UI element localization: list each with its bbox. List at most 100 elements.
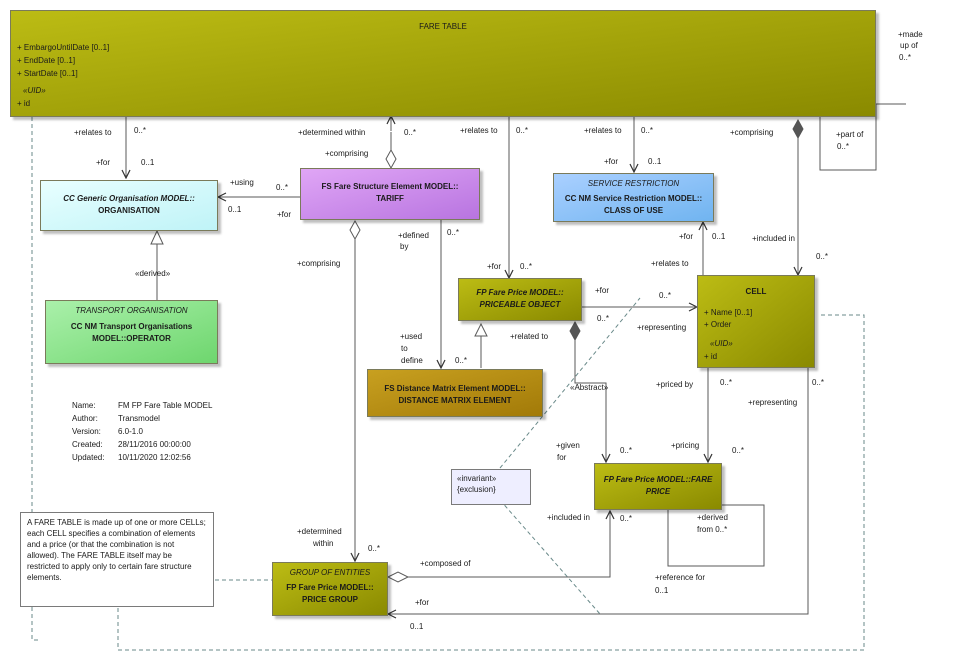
- label-pricing: +pricing: [671, 441, 700, 450]
- label-included-in-b: +included in: [547, 513, 590, 522]
- pg-fp-line: [408, 511, 610, 578]
- label-derived: «derived»: [135, 269, 171, 278]
- generalization-triangle: [150, 229, 164, 245]
- label-used-to-define: +used: [400, 332, 423, 341]
- meta-row-name: Name: FM FP Fare Table MODEL: [72, 399, 242, 412]
- label-for-po-mult: 0..*: [597, 314, 610, 323]
- label-for-cu-mult: 0..1: [712, 232, 726, 241]
- label-using: +using: [230, 178, 254, 187]
- cell-uid-attr: + id: [704, 352, 718, 361]
- label-relates-to-b: +relates to: [460, 126, 498, 135]
- label-for-po-mult2: 0..*: [659, 291, 672, 300]
- label-representing-b-mult: 0..*: [812, 378, 825, 387]
- label-given-for: +given: [556, 441, 580, 450]
- class-of-use-line2: CLASS OF USE: [603, 206, 664, 215]
- label-relates-to-a-mult: 0..*: [134, 126, 147, 135]
- label-reference-for: +reference for: [655, 573, 706, 582]
- organisation-class[interactable]: CC Generic Organisation MODEL:: ORGANISA…: [40, 180, 218, 231]
- fp-self-line: [667, 504, 765, 567]
- cell-class[interactable]: CELL + Name [0..1] + Order «UID» + id: [697, 275, 815, 368]
- class-of-use-stereotype: SERVICE RESTRICTION: [587, 179, 680, 188]
- label-related-to: +related to: [510, 332, 549, 341]
- label-given-for-mult: 0..*: [620, 446, 633, 455]
- label-for-c: +for: [604, 157, 619, 166]
- label-priced-by: +priced by: [656, 380, 694, 389]
- label-for-org-mult: 0..1: [228, 205, 242, 214]
- label-determined-within-b-2: within: [313, 539, 334, 548]
- fare-table-uid-label: «UID»: [23, 86, 46, 95]
- label-comprising-b: +comprising: [730, 128, 774, 137]
- model-metadata: Name: FM FP Fare Table MODEL Author: Tra…: [72, 399, 242, 465]
- fare-price-line1: FP Fare Price MODEL::FARE: [603, 475, 713, 484]
- fare-table-uid-attr: + id: [17, 99, 31, 108]
- cell-title: CELL: [745, 287, 767, 296]
- label-relates-to-b-mult: 0..*: [516, 126, 529, 135]
- label-used-to-define-3: define: [401, 356, 423, 365]
- fare-table-attr-enddate: + EndDate [0..1]: [17, 56, 76, 65]
- description-text: A FARE TABLE is made up of one or more C…: [27, 518, 206, 582]
- po-diamond: [569, 320, 581, 342]
- fare-price-class[interactable]: FP Fare Price MODEL::FARE PRICE: [594, 463, 722, 510]
- meta-value: Transmodel: [118, 414, 160, 423]
- meta-key: Name:: [72, 401, 96, 410]
- meta-row-author: Author: Transmodel: [72, 412, 242, 425]
- fare-table-attr-startdate: + StartDate [0..1]: [17, 69, 78, 78]
- label-for-pr-mult: 0..*: [520, 262, 533, 271]
- label-for-po: +for: [595, 286, 610, 295]
- label-abstract: «Abstract»: [570, 383, 609, 392]
- class-of-use-class[interactable]: SERVICE RESTRICTION CC NM Service Restri…: [553, 173, 714, 222]
- label-used-to-define-mult: 0..*: [455, 356, 468, 365]
- meta-row-version: Version: 6.0-1.0: [72, 425, 242, 438]
- organisation-line2: ORGANISATION: [98, 206, 160, 215]
- invariant-note[interactable]: «invariant» {exclusion}: [451, 469, 531, 505]
- fare-table-class[interactable]: FARE TABLE + EmbargoUntilDate [0..1] + E…: [10, 10, 876, 117]
- tariff-class[interactable]: FS Fare Structure Element MODEL:: TARIFF: [300, 168, 480, 220]
- fare-table-title: FARE TABLE: [419, 22, 467, 31]
- label-defined-by-mult: 0..*: [447, 228, 460, 237]
- meta-row-updated: Updated: 10/11/2020 12:02:56: [72, 451, 242, 464]
- price-group-line1: FP Fare Price MODEL::: [286, 583, 374, 592]
- cell-attr-name: + Name [0..1]: [704, 308, 753, 317]
- tariff-pg-diamond: [349, 219, 361, 241]
- price-group-stereotype: GROUP OF ENTITIES: [289, 568, 371, 577]
- label-determined-within-mult: 0..*: [404, 128, 417, 137]
- organisation-line1: CC Generic Organisation MODEL::: [63, 194, 195, 203]
- label-relates-to-c-mult: 0..*: [641, 126, 654, 135]
- label-comprising-c: +comprising: [297, 259, 341, 268]
- invariant-line-a: [499, 297, 641, 469]
- label-derived-from-2: from 0..*: [697, 525, 728, 534]
- label-relates-to-cell: +relates to: [651, 259, 689, 268]
- cell-attr-order: + Order: [704, 320, 732, 329]
- operator-line2: MODEL::OPERATOR: [92, 334, 171, 343]
- label-for-pr: +for: [487, 262, 502, 271]
- distance-matrix-class[interactable]: FS Distance Matrix Element MODEL:: DISTA…: [367, 369, 543, 417]
- label-reference-for-mult: 0..1: [655, 586, 669, 595]
- price-group-class[interactable]: GROUP OF ENTITIES FP Fare Price MODEL:: …: [272, 562, 388, 616]
- label-priced-by-mult: 0..*: [720, 378, 733, 387]
- distance-matrix-line2: DISTANCE MATRIX ELEMENT: [398, 396, 512, 405]
- label-determined-within: +determined within: [298, 128, 366, 137]
- label-derived-from: +derived: [697, 513, 728, 522]
- meta-value: 10/11/2020 12:02:56: [118, 453, 191, 462]
- label-for-a-mult: 0..1: [141, 158, 155, 167]
- invariant-line1: «invariant»: [457, 474, 497, 483]
- priceable-line1: FP Fare Price MODEL::: [476, 288, 564, 297]
- label-made-up-of-mult: 0..*: [899, 53, 912, 62]
- description-note[interactable]: A FARE TABLE is made up of one or more C…: [20, 512, 214, 607]
- label-representing-a: +representing: [637, 323, 687, 332]
- operator-class[interactable]: TRANSPORT ORGANISATION CC NM Transport O…: [45, 300, 218, 364]
- label-for-org: +for: [277, 210, 292, 219]
- meta-value: 6.0-1.0: [118, 427, 143, 436]
- label-made-up-of: +made: [898, 30, 923, 39]
- cell-pg-line: [388, 368, 809, 614]
- label-used-to-define-2: to: [401, 344, 408, 353]
- distance-matrix-line1: FS Distance Matrix Element MODEL::: [384, 384, 526, 393]
- label-included-in-mult: 0..*: [816, 252, 829, 261]
- priceable-object-class[interactable]: FP Fare Price MODEL:: PRICEABLE OBJECT: [458, 278, 582, 321]
- priceable-line2: PRICEABLE OBJECT: [479, 300, 561, 309]
- tariff-diamond-top: [385, 148, 397, 170]
- label-comprising-a: +comprising: [325, 149, 369, 158]
- label-pricing-mult: 0..*: [732, 446, 745, 455]
- label-for-pg-mult: 0..1: [410, 622, 424, 631]
